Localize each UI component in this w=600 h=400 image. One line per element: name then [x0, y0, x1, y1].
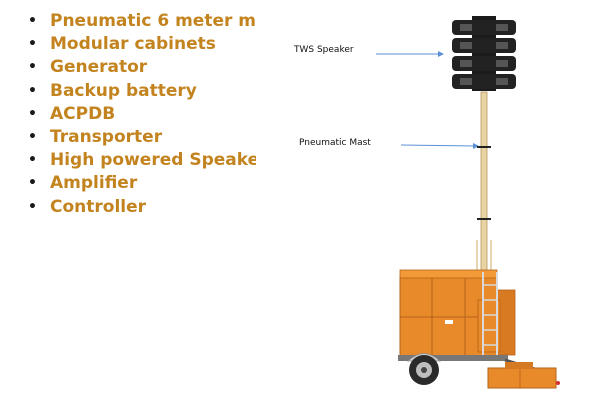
feature-item: •Generator [0, 56, 256, 79]
modular-cabinets [399, 269, 516, 358]
bullet-dot: • [28, 82, 37, 99]
feature-item: •Modular cabinets [0, 33, 256, 56]
speaker-callout-label: TWS Speaker [294, 45, 354, 55]
controller-box [487, 362, 560, 389]
feature-item: •Controller [0, 196, 256, 219]
mast-callout-label: Pneumatic Mast [299, 138, 371, 148]
bullet-dot: • [28, 36, 37, 53]
bullet-dot: • [28, 175, 37, 192]
feature-item: •Transporter [0, 126, 256, 149]
mast-callout-arrow [400, 143, 479, 149]
feature-item: •Backup battery [0, 80, 256, 103]
speaker-callout-arrow [376, 51, 444, 57]
bullet-dot: • [28, 105, 37, 122]
tws-speaker [452, 16, 516, 91]
bullet-dot: • [28, 128, 37, 145]
feature-list: •Pneumatic 6 meter m •Modular cabinets •… [0, 10, 256, 230]
transporter-chassis [398, 353, 546, 385]
bullet-dot: • [28, 13, 37, 29]
feature-item: •Pneumatic 6 meter m [0, 10, 256, 33]
pneumatic-mast [476, 91, 492, 285]
feature-item: •ACPDB [0, 103, 256, 126]
bullet-dot: • [28, 198, 37, 215]
feature-item: •High powered Speake [0, 149, 256, 172]
bullet-dot: • [28, 152, 37, 169]
bullet-dot: • [28, 59, 37, 76]
mast-ladder [482, 272, 498, 355]
feature-item: •Amplifier [0, 172, 256, 195]
